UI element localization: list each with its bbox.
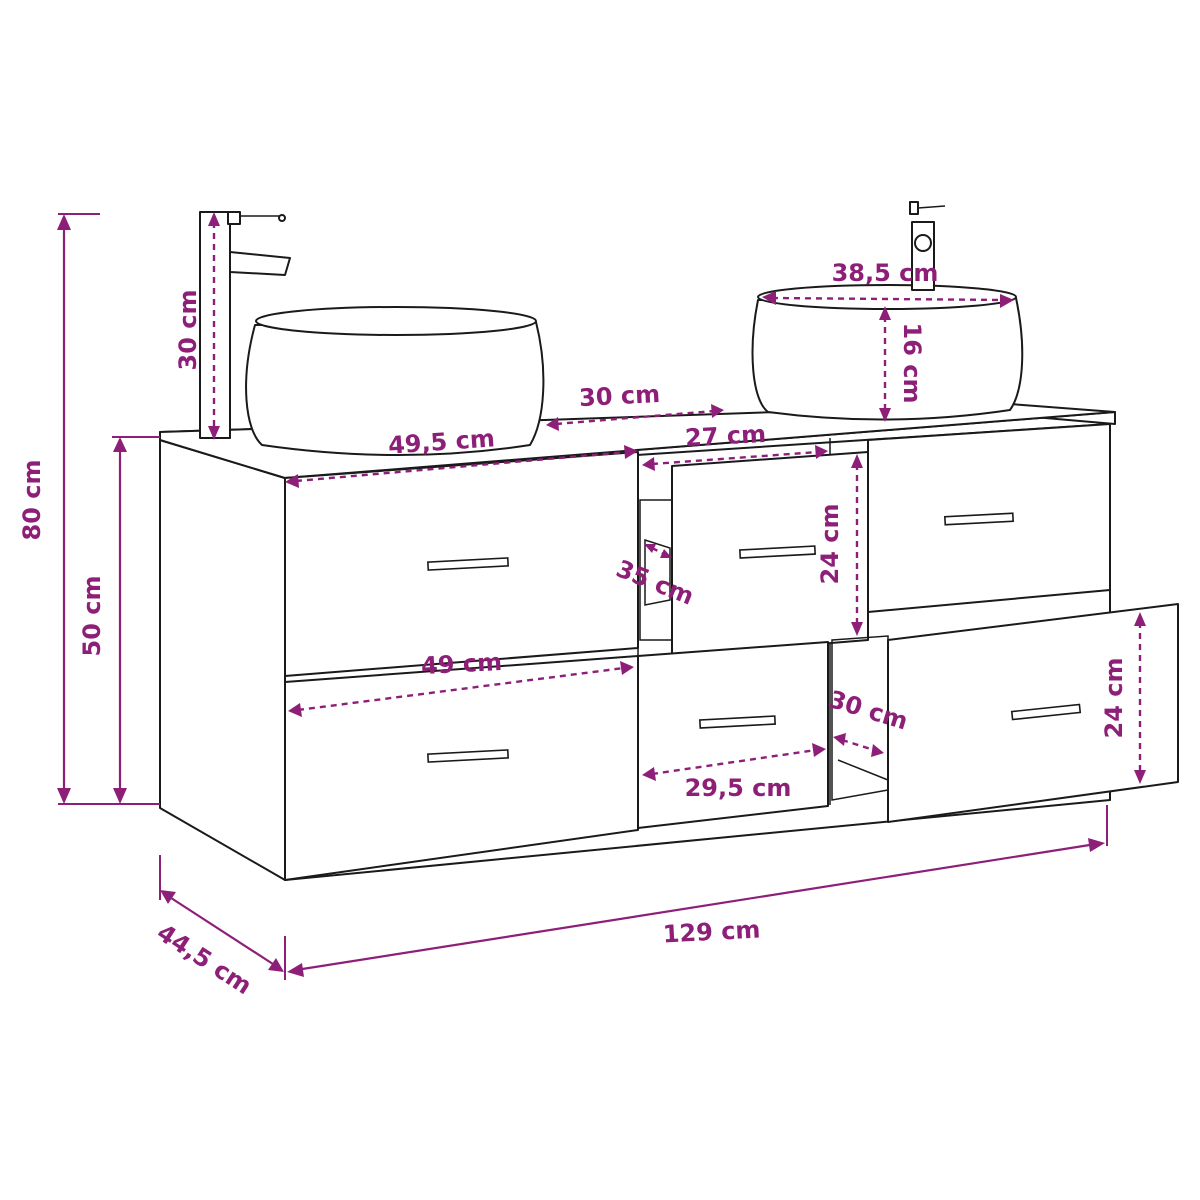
label-middle-drawer-width: 27 cm [684, 420, 766, 452]
label-basin-height: 16 cm [898, 323, 926, 404]
label-tap-height: 30 cm [174, 290, 202, 371]
label-middle-drawer-height: 24 cm [816, 504, 844, 585]
label-middle-lower-width: 29,5 cm [685, 774, 792, 802]
left-basin [245, 306, 545, 456]
left-lower-drawer [284, 655, 639, 881]
label-total-width: 129 cm [662, 915, 761, 948]
cabinet-side-panel [159, 439, 286, 881]
label-right-lower-height: 24 cm [1100, 658, 1128, 739]
countertop-top [159, 403, 1116, 479]
right-tap [909, 201, 946, 291]
middle-lower-drawer [637, 641, 829, 829]
label-total-height: 80 cm [18, 460, 46, 541]
dimension-lines [57, 212, 1146, 980]
label-cabinet-height: 50 cm [78, 576, 106, 657]
label-depth: 44,5 cm [152, 918, 257, 1000]
label-basin-diameter: 38,5 cm [832, 259, 939, 287]
cabinet-drawing [159, 403, 1179, 881]
label-middle-top-width: 30 cm [578, 380, 660, 412]
dimension-labels: 80 cm 50 cm 30 cm 44,5 cm 129 cm 38,5 cm… [18, 259, 1128, 1000]
label-left-lower-width: 49 cm [420, 648, 502, 680]
right-basin [751, 284, 1024, 421]
